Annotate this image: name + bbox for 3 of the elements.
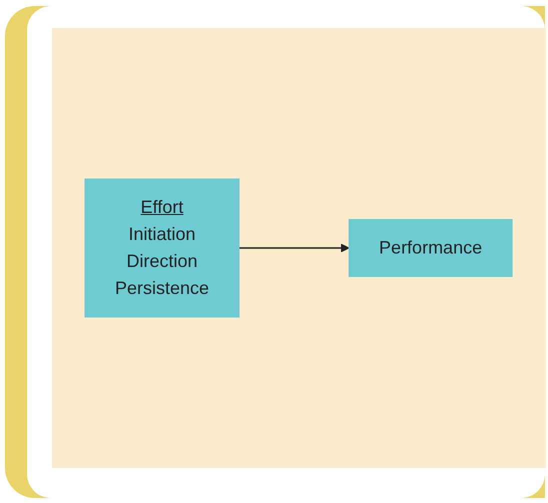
node-box: Performance xyxy=(349,219,514,277)
node-box: Effort Initiation Direction Persistence xyxy=(84,178,240,318)
arrow xyxy=(240,244,350,252)
